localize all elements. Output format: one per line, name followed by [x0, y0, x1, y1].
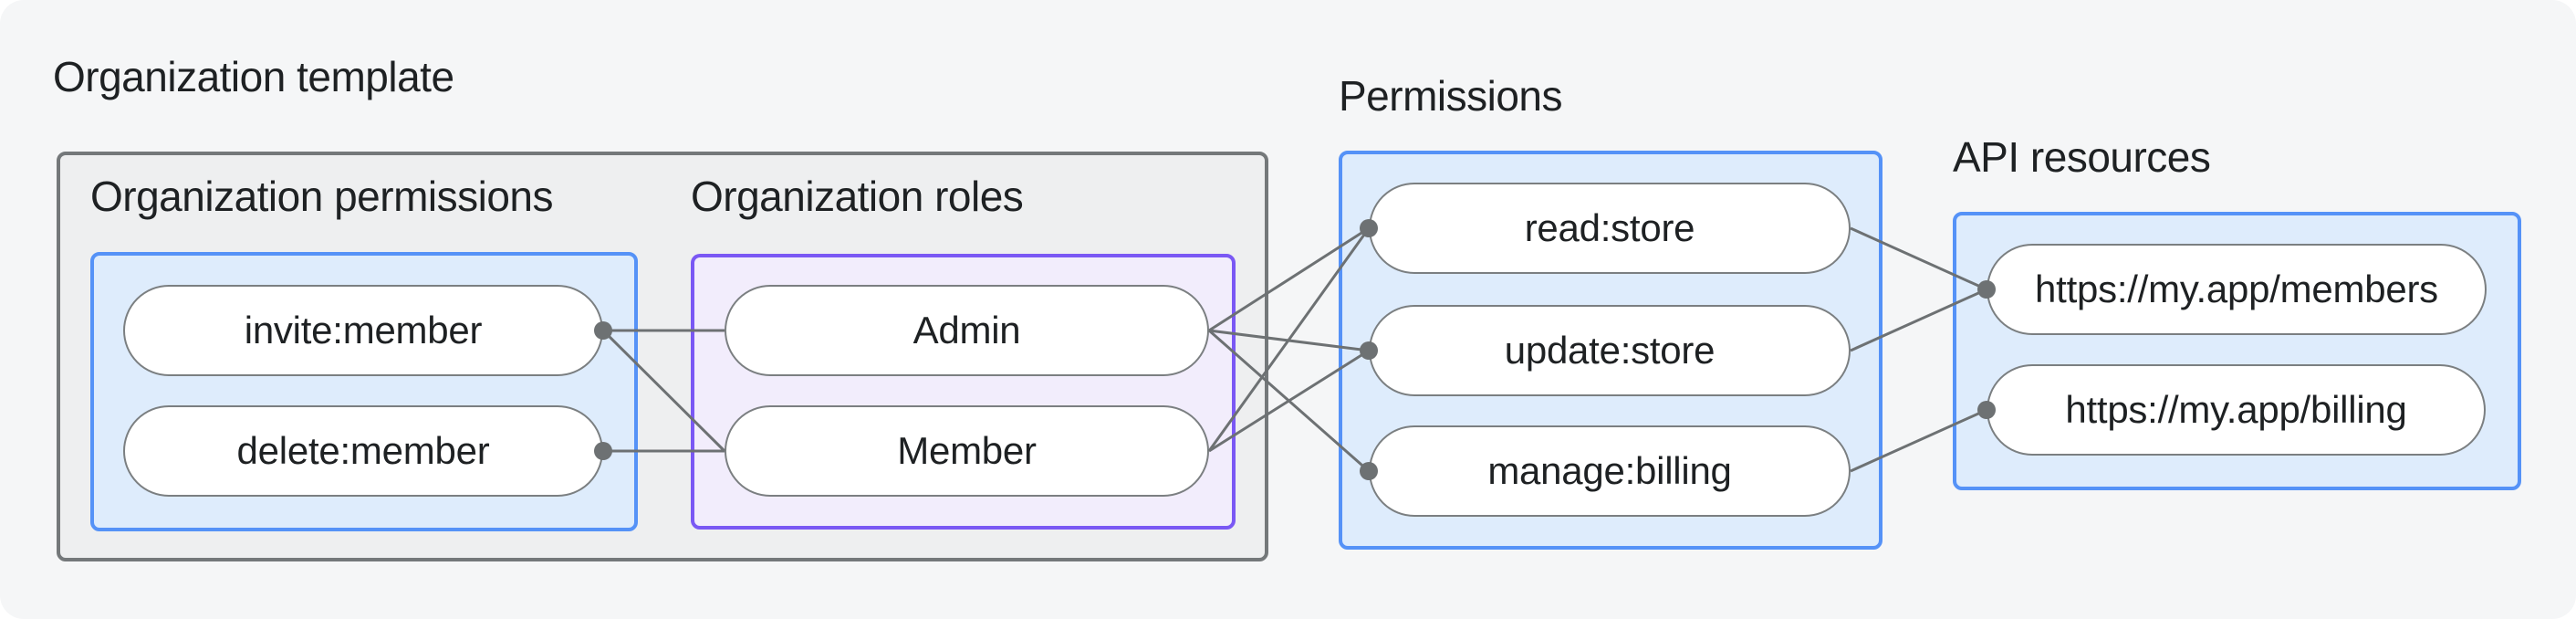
- permissions-label: Permissions: [1339, 72, 1563, 120]
- pill-read-store: read:store: [1369, 183, 1851, 274]
- pill-invite-member: invite:member: [123, 285, 603, 376]
- pill-manage-billing: manage:billing: [1369, 425, 1851, 517]
- pill-member: Member: [725, 405, 1209, 497]
- pill-members-url: https://my.app/members: [1987, 244, 2487, 335]
- org-permissions-label: Organization permissions: [90, 173, 554, 220]
- pill-delete-member: delete:member: [123, 405, 603, 497]
- pill-admin: Admin: [725, 285, 1209, 376]
- org-template-label: Organization template: [53, 53, 454, 100]
- api-resources-label: API resources: [1953, 133, 2211, 181]
- pill-update-store: update:store: [1369, 305, 1851, 396]
- pill-billing-url: https://my.app/billing: [1987, 364, 2486, 456]
- org-roles-label: Organization roles: [691, 173, 1024, 220]
